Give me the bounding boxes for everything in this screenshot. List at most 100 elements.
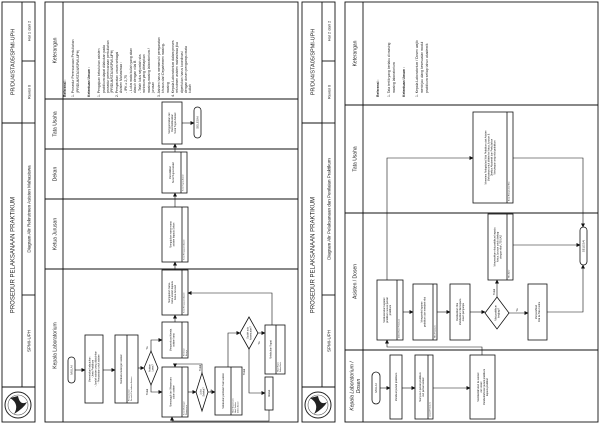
flow-arrow [150,338,163,351]
node-text-line: Mahasiswa untuk dikirim ke Ketua Jurusan… [487,133,490,181]
flow-arrow [227,331,241,367]
note-line: praktikum setiap tahun akademik [425,43,429,93]
node-text-line: MULAI [69,365,73,374]
node-document-note: Surat Undangan [182,401,185,415]
node-text-line: Melakukan penilaian hasil seleksi [222,373,225,409]
flow-connectors [75,121,273,422]
node-text-line: - Jumlah asisten yang dibutuhkan [94,351,97,387]
node-text-line: Lulus [199,388,202,395]
university-logo [304,391,332,419]
bird-emblem-icon [10,396,27,414]
node-text-line: Memberikan nilai [456,303,459,322]
process-shape [527,283,548,341]
note-line: diasuh dengan nilai B [133,60,137,93]
flow-node-k: Membuat jadwal praktikum [389,354,403,420]
page-number: Hal 1 dari 2 [27,20,32,41]
document-code: PR/DU4/STA05/SPMI-UPH [11,29,17,96]
flow-node-selesai: SELESAI [193,106,202,139]
node-text-line: kesesuaian? [249,326,252,340]
note-line: 1. Kepala Laboratorium / Dosen wajib [415,40,419,97]
node-text-line: Mengajukan nama- [168,282,171,303]
process-shape [161,366,189,418]
lane-header: Kepala Laboratorium [53,322,59,368]
node-text-line: Ketua Jurusan untuk direkap [496,231,499,262]
node-text-line: asisten kepada Dekan [172,222,175,246]
decision-no-label: Tidak [242,368,246,375]
node-text-line: Menyusun jadwal praktikum [419,372,422,402]
node-text-line: Menerima Rekapitulasi Nilai Praktikum da… [484,130,487,185]
decision-no-label: Tidak [492,288,496,295]
node-text-line: nama asisten kepada [171,280,174,303]
note-line: khusus dari Departemen masing- [161,43,165,93]
node-text-line: - Jenis Praktikum [91,360,94,378]
node-document-note: Pengumuman [128,389,130,401]
flow-arrow [385,339,483,355]
note-line: masing [166,82,170,93]
keterangan-notes: Referensi :1. Tata tertib yang berlaku d… [376,40,429,97]
process-shape [414,354,434,420]
process-shape [487,213,514,281]
decision-shape [143,349,159,387]
node-document-note: Hasil Rapat [276,362,279,372]
node-text-line: Membuat jadwal praktikum [395,373,398,401]
node-text-line: Asisten [148,363,151,372]
note-line: Asisten Mahasiswa : [119,62,123,93]
flow-arrow [386,156,474,280]
flow-arrow [513,157,585,228]
note-line: prosedur perencanaan perkuliahan [106,40,110,93]
process-shape [389,354,403,420]
node-text-line: Menerbitkan [169,165,172,179]
node-text-line: lengkap? [497,307,500,317]
decision-yes-label: Ya [515,308,519,312]
node-text-line: dengan nilai UTS/UAS [499,235,502,259]
lane-header: Kepala Laboratorium / [350,361,356,411]
decision-shape [484,296,510,330]
note-line: masing laboratorium [392,62,396,93]
node-text-line: dan jadwal asisten [422,376,425,396]
decision-no-label: Tidak [145,388,149,395]
header-frame [1,1,36,423]
note-line: meninjau ulang kesesuaian modul [420,41,424,93]
node-text-line: Menyimpan arsip nilai praktikum [493,140,496,174]
node-document-note: Daftar Hadir Praktikum [397,318,400,338]
bird-emblem-icon [310,396,327,414]
node-text-line: Seleksi? [202,387,205,397]
note-line: 3. Asisten harus memenuhi persyaratan [157,37,161,97]
revision-label: Revisi 0 [27,84,32,99]
node-text-line: MULAI [374,383,378,392]
process-shape [114,334,139,404]
node-text-line: Mendistribusikan [171,113,174,132]
node-document-note: Formulir Pendaftaran Asisten [130,377,133,401]
node-document-note: Surat Tugas Asisten [181,174,184,191]
node-text-line: Memberikan nilai kepada [459,298,462,325]
decision-shape [239,316,259,350]
unit-label: SPMI-UPH [327,330,332,352]
flow-arrow [547,264,585,313]
note-line: Ketentuan Umum : [402,67,406,97]
document-title: PROSEDUR PELAKSANAAN PRAKTIKUM [11,197,17,313]
node-text-line: Memberitahukan jadwal praktikum [483,369,486,405]
process-shape [161,206,189,263]
process-shape [161,269,189,316]
node-text-line: praktikum dan memberi nilai [423,297,426,327]
diagram-title: Diagram Alir Rekrutmen Asisten Mahasiswa [27,165,32,253]
table-frame [44,1,299,423]
flow-arrow [150,385,163,394]
flow-node-a: Menentukan kebutuhan :- Jenis Praktikum-… [84,334,104,404]
node-text-line: calon asisten [172,384,175,399]
decision-yes-label: Ya [145,346,149,350]
note-line: Referensi : [63,79,67,97]
node-document-note: Daftar Asisten [236,401,239,413]
flow-node-mulai: MULAI [67,356,76,384]
lane-header: Tata Usaha [53,111,59,137]
node-document-note: Arsip Rekapitulasi Nilai [507,181,510,201]
